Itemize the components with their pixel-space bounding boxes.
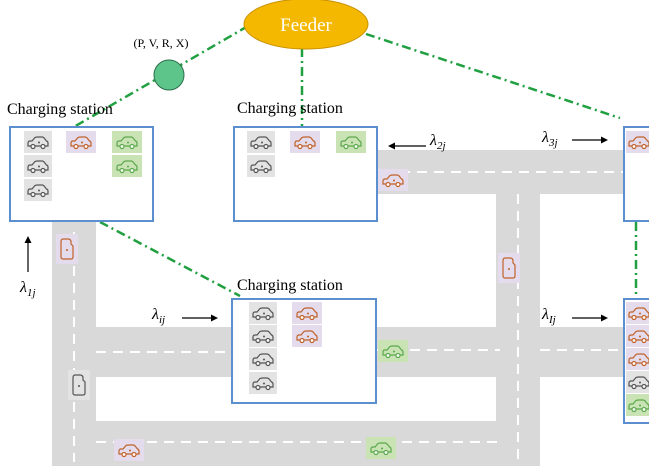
vehicles (24, 131, 649, 461)
car-icon (247, 131, 275, 153)
feeder-line-station-link (99, 220, 241, 298)
car-icon (292, 325, 322, 347)
car-icon (498, 253, 520, 283)
arrival-rate-i: λij (151, 306, 218, 326)
car-icon (378, 340, 408, 362)
bus-circle (153, 59, 185, 91)
car-icon (24, 179, 52, 201)
car-icon (366, 437, 396, 459)
bus-label: (P, V, R, X) (134, 36, 189, 50)
bus-node: (P, V, R, X) (134, 36, 189, 91)
arrival-rates: λ1j λ2j λ3j λij λIj (19, 129, 608, 326)
car-icon (626, 325, 649, 347)
car-icon (626, 348, 649, 370)
arrival-symbol: λij (151, 306, 165, 326)
car-icon (114, 439, 144, 461)
car-icon (626, 131, 649, 153)
car-icon (378, 169, 408, 191)
arrival-rate-3: λ3j (541, 129, 608, 149)
car-icon (56, 234, 78, 264)
feeder-lines (71, 24, 638, 298)
feeder-line-right (365, 32, 621, 120)
car-icon (249, 372, 277, 394)
car-icon (247, 155, 275, 177)
car-icon (626, 302, 649, 324)
arrival-rate-2: λ2j (388, 132, 446, 152)
car-icon (24, 131, 52, 153)
car-icon (66, 131, 96, 153)
arrival-symbol: λIj (541, 306, 556, 326)
arrival-symbol: λ2j (429, 132, 446, 152)
car-icon (112, 155, 142, 177)
arrival-rate-I: λIj (541, 306, 608, 326)
car-icon (292, 302, 322, 324)
feeder-ellipse (243, 0, 369, 50)
car-icon (24, 155, 52, 177)
car-icon (249, 348, 277, 370)
arrival-rate-1: λ1j (19, 236, 36, 299)
car-icon (249, 325, 277, 347)
car-icon (626, 371, 649, 393)
arrival-symbol: λ3j (541, 129, 558, 149)
station-label: Charging station (7, 101, 113, 118)
arrival-symbol: λ1j (19, 279, 36, 299)
road-network (52, 150, 642, 466)
car-icon (290, 131, 320, 153)
car-icon (626, 394, 649, 416)
station-label: Charging station (237, 277, 343, 294)
feeder-label: Feeder (280, 15, 332, 36)
car-icon (249, 302, 277, 324)
car-icon (112, 131, 142, 153)
car-icon (336, 131, 366, 153)
station-label: Charging station (237, 100, 343, 117)
feeder-node: Feeder (243, 0, 369, 50)
car-icon (68, 370, 90, 400)
